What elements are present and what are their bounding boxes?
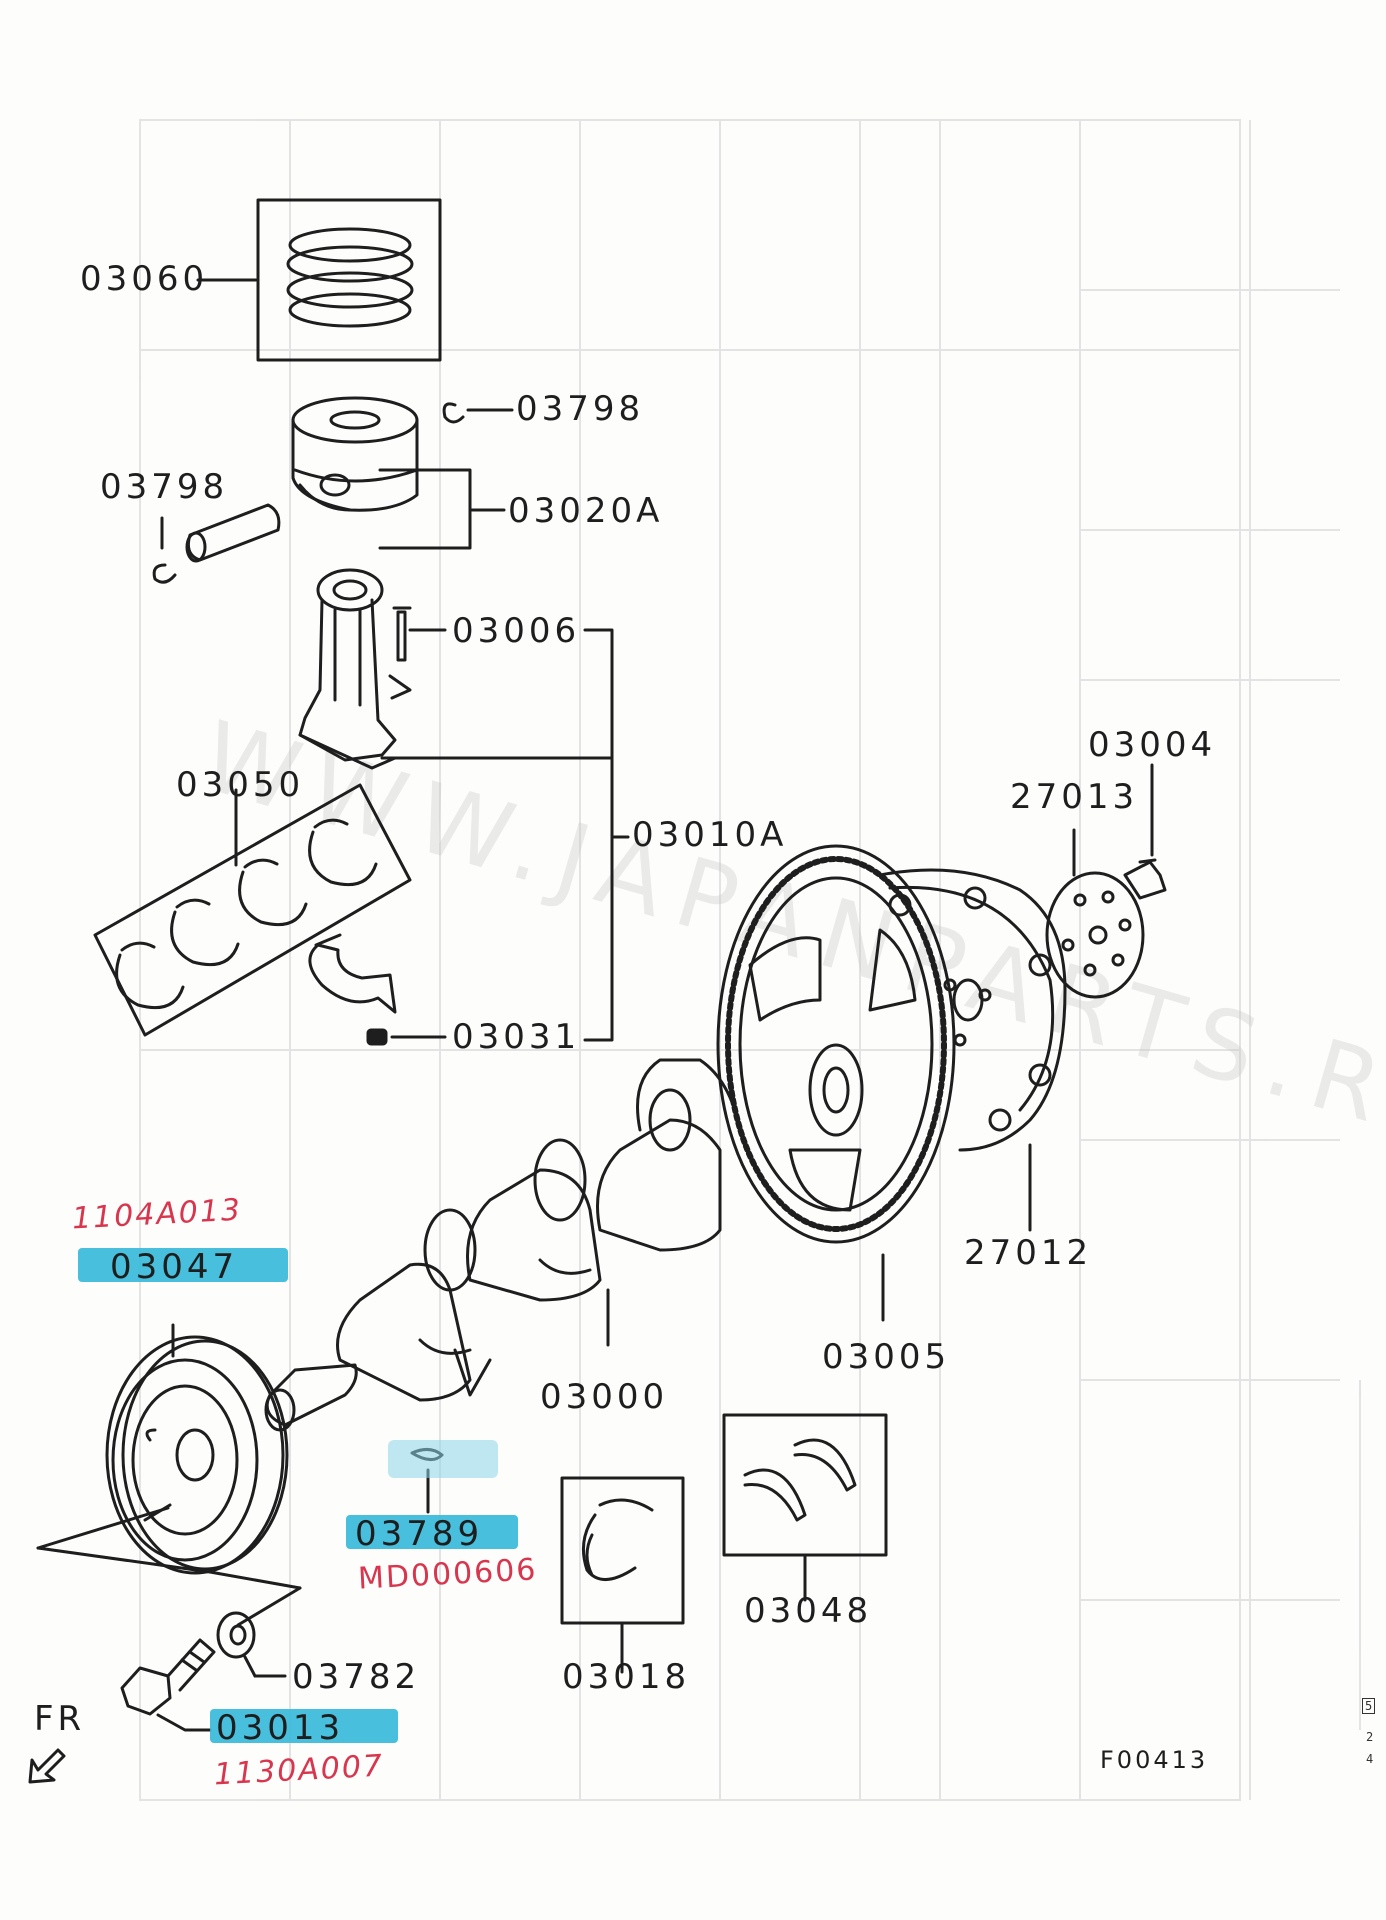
label-pulley-bolt: 03013 (216, 1708, 345, 1748)
conrod-bearings-drawing (93, 783, 412, 1037)
label-piston-pin-clip-left: 03798 (100, 467, 229, 507)
label-washer: 03782 (292, 1657, 421, 1697)
label-flywheel-plate: 27013 (1010, 777, 1139, 817)
washer-drawing (216, 1611, 256, 1659)
label-main-bearing: 03018 (562, 1657, 691, 1697)
label-thrust-bearing: 03048 (744, 1591, 873, 1631)
handwritten-bolt-part-no: 1130A007 (213, 1748, 385, 1793)
flywheel-plate-drawing (1045, 871, 1145, 999)
highlight-03047 (78, 1248, 288, 1282)
figure-code: F00413 (1100, 1746, 1209, 1774)
conrod-drawing (298, 568, 412, 770)
label-crankshaft: 03000 (540, 1377, 669, 1417)
label-conrod-assembly: 03010A (632, 815, 788, 855)
label-flywheel-ring-gear: 27012 (964, 1233, 1093, 1273)
flywheel-drawing (716, 844, 1067, 1244)
label-woodruff-key: 03789 (355, 1514, 484, 1554)
margin-mark-3: 4 (1366, 1752, 1374, 1766)
label-piston: 03020A (508, 491, 664, 531)
label-flywheel: 03005 (822, 1337, 951, 1377)
label-flywheel-bolt: 03004 (1088, 725, 1217, 765)
pulley-bolt-drawing (120, 1638, 216, 1716)
piston-pin-drawing (185, 503, 281, 563)
margin-mark-2: 2 (1366, 1730, 1374, 1744)
main-bearing-drawing (560, 1476, 685, 1625)
label-conrod-bearing: 03050 (176, 765, 305, 805)
label-crank-pulley: 03047 (110, 1247, 239, 1287)
label-conrod-nut: 03031 (452, 1017, 581, 1057)
piston-rings-drawing (256, 198, 442, 362)
handwritten-pulley-part-no: 1104A013 (71, 1192, 243, 1237)
flywheel-bolt-drawing (1123, 858, 1167, 900)
thrust-bearing-drawing (722, 1413, 888, 1557)
front-direction-label: FR (34, 1699, 86, 1739)
highlight-03789 (346, 1515, 518, 1549)
highlight-03013 (210, 1709, 398, 1743)
label-piston-rings: 03060 (80, 259, 209, 299)
crankshaft-drawing (264, 1058, 742, 1432)
label-conrod-bolt: 03006 (452, 611, 581, 651)
margin-mark-1: 5 (1362, 1698, 1376, 1714)
crank-pulley-drawing (105, 1335, 289, 1575)
piston-drawing (291, 396, 419, 512)
highlight-key-area (388, 1440, 498, 1478)
front-arrow-drawing (28, 1748, 66, 1784)
label-piston-pin-clip-right: 03798 (516, 389, 645, 429)
conrod-cap-drawing (308, 933, 397, 1014)
